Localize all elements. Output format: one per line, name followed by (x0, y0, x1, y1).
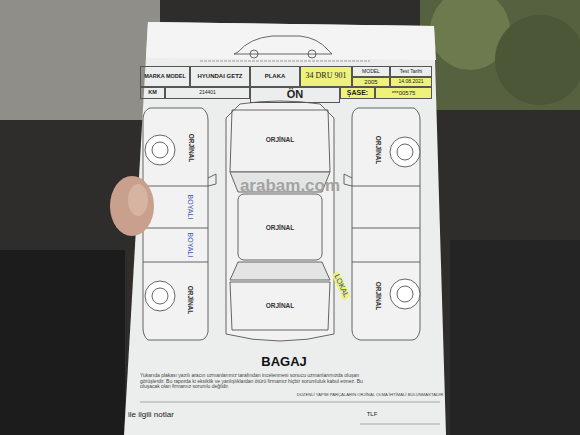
handwritten-status: BOYALI (186, 233, 194, 258)
footer-lines (140, 402, 440, 424)
cell-text: 214401 (199, 90, 216, 95)
car-top-view (226, 101, 334, 341)
car-top-view (226, 101, 334, 341)
thumb (110, 176, 154, 236)
scene (0, 250, 125, 435)
table-cell: ŞASE: (340, 87, 375, 99)
car-top-view (238, 194, 322, 260)
table-cell: PLAKA (250, 66, 300, 87)
panel-status: ORJİNAL (374, 282, 381, 311)
scene (495, 15, 580, 105)
cell-text: 2005 (364, 79, 377, 85)
car-side-view-right (344, 174, 352, 186)
table-cell: Test Tarihi (390, 66, 432, 77)
car-side-view-left (208, 174, 216, 186)
cell-text: HYUNDAI GETZ (198, 73, 243, 79)
car-side-view-left (152, 288, 168, 304)
scene (450, 240, 580, 435)
section-heading: BAGAJ (261, 355, 307, 369)
handwritten-status: LOKAL (331, 271, 350, 300)
car-side-view-left (145, 281, 175, 311)
car-side-view-left (152, 142, 168, 158)
car-top-view (230, 282, 330, 330)
car-side-view-right (352, 262, 420, 263)
footer-note: DÜZENLİ YAPIM PARÇALARIN ORJİNAL OLMA İH… (297, 393, 443, 398)
cell-text: ÖN (287, 89, 304, 101)
car-side-view-left (145, 135, 175, 165)
car-side-view-right (352, 108, 420, 340)
panel-status: ORJİNAL (266, 224, 295, 231)
table-cell: 214401 (165, 87, 250, 99)
panel-status: ORJİNAL (187, 134, 194, 163)
table-cell: KM (140, 87, 165, 99)
logo (308, 50, 316, 58)
cell-text: PLAKA (265, 73, 286, 79)
cell-text: 14.08.2021 (398, 79, 423, 84)
notes-heading: ile ilgili notlar (128, 411, 174, 420)
paper-sheet (146, 22, 436, 60)
car-side-view-right (390, 137, 420, 167)
car-side-view-right (390, 279, 420, 309)
logo (250, 50, 258, 58)
table-cell: ÖN (250, 87, 340, 103)
cell-text: 34 DRU 901 (306, 72, 347, 80)
table-cell: MODEL (352, 66, 390, 77)
disclaimer-text: Yukarıda plakası yazılı aracın uzmanları… (140, 373, 370, 390)
table-cell: 2005 (352, 77, 390, 87)
car-side-view-right (352, 186, 420, 187)
scene (0, 0, 160, 120)
paper-sheet (124, 22, 446, 435)
logo (200, 60, 370, 61)
cell-text: KM (148, 90, 157, 96)
thumb (110, 176, 154, 236)
handwritten-status: BOYALI (186, 195, 194, 220)
panel-status: ORJİNAL (266, 302, 295, 309)
car-side-view-left (143, 186, 208, 187)
car-side-view-left (143, 108, 208, 340)
cell-text: MARKA MODEL (144, 74, 186, 80)
car-side-view-right (352, 228, 420, 229)
phone-label: TLF (367, 411, 378, 418)
footer-lines (140, 402, 440, 403)
cell-text: MODEL (362, 69, 380, 74)
table-cell: 14.08.2021 (390, 77, 432, 87)
car-top-view (230, 110, 330, 172)
panel-status: ORJİNAL (266, 136, 295, 143)
watermark: arabam.com (240, 177, 340, 196)
table-cell: MARKA MODEL (140, 66, 190, 87)
table-cell: 34 DRU 901 (300, 66, 352, 87)
panel-status: ORJİNAL (374, 136, 381, 165)
car-top-view (230, 262, 330, 280)
car-side-view-left (143, 262, 208, 263)
logo (200, 36, 370, 61)
car-side-view-right (397, 286, 413, 302)
cell-text: ŞASE: (347, 89, 368, 96)
car-side-view-right (397, 144, 413, 160)
paper-sheet (124, 22, 446, 435)
cell-text: Test Tarihi (400, 69, 422, 74)
car-side-view-right (344, 108, 420, 340)
logo (234, 36, 332, 54)
footer-lines (360, 424, 440, 425)
cell-text: ***00575 (392, 90, 416, 96)
car-side-view-left (143, 228, 208, 229)
table-cell: ***00575 (375, 87, 432, 99)
thumb (128, 184, 148, 216)
car-side-view-left (143, 108, 216, 340)
table-cell: HYUNDAI GETZ (190, 66, 250, 87)
panel-status: ORJİNAL (186, 286, 193, 315)
